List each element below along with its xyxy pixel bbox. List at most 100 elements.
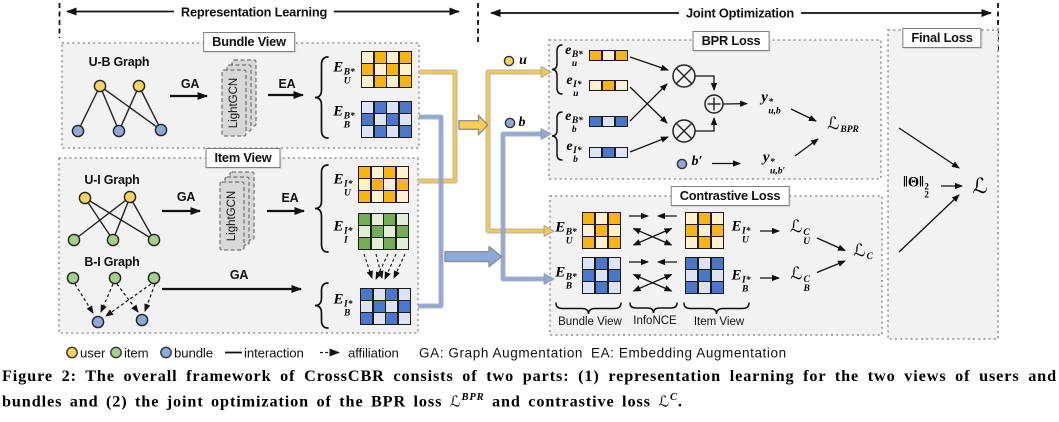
caption-bpr-loss-symbol: ℒ: [449, 392, 462, 411]
matrix-cell: [686, 213, 698, 224]
item-view-title: Item View: [205, 148, 281, 168]
ga-label-bi: GA: [229, 268, 249, 282]
matrix-cell: [374, 75, 386, 87]
matrix-cell: [371, 214, 383, 225]
matrix-cell: [384, 214, 396, 225]
vector-e-u-bundle: [589, 50, 628, 62]
matrix-cell: [711, 225, 723, 236]
otimes-oplus-operators: [672, 64, 724, 143]
matrix-cell: [590, 51, 602, 61]
matrix-cell: [711, 213, 723, 224]
bundle-node: [112, 124, 126, 138]
ea-label-item: EA: [281, 191, 299, 205]
bundle-view-title: Bundle View: [203, 32, 295, 52]
matrix-cell: [399, 63, 411, 75]
matrix-cell: [698, 282, 711, 294]
final-loss-arrows: [898, 127, 963, 253]
matrix-cell: [698, 270, 711, 281]
matrix-cell: [698, 237, 711, 249]
legend-ea-label: EA: Embedding Augmentation: [591, 345, 787, 360]
matrix-cell: [590, 148, 602, 158]
bundle-node: [91, 315, 105, 329]
label-b: b: [518, 115, 526, 130]
ea-label-bundle: EA: [278, 77, 296, 91]
vector-e-b-item: [589, 147, 628, 159]
bundle-node: [135, 313, 149, 327]
item-node: [147, 233, 161, 247]
legend-item-dot: [110, 346, 122, 359]
diagram-lineart: [58, 3, 999, 359]
matrix-cell: [608, 237, 620, 249]
label-loss-C: ℒC​: [853, 241, 873, 262]
module-boxes: [58, 29, 999, 340]
ga-label-bundle: GA: [180, 77, 200, 91]
matrix-cell: [371, 237, 383, 249]
matrix-cell: [359, 214, 371, 225]
matrix-cell: [373, 289, 385, 300]
matrix-cell: [384, 178, 396, 190]
matrix-cell: [398, 312, 410, 324]
legend-ga-label: GA: Graph Augmentation: [419, 345, 584, 360]
matrix-contrastive-user-bundle: [582, 212, 621, 250]
matrix-cell: [387, 75, 399, 87]
matrix-cell: [374, 63, 386, 75]
bi-graph-label: B-I Graph: [84, 255, 140, 269]
user-node: [132, 79, 146, 93]
matrix-cell: [602, 148, 615, 158]
matrix-cell: [373, 312, 385, 324]
legend-bundle-dot: [160, 346, 172, 359]
fat-yellow-arrow: [458, 114, 489, 136]
matrix-cell: [384, 167, 396, 178]
label-final-loss: ℒ: [972, 174, 988, 198]
item-node: [108, 271, 122, 285]
matrix-cell: [359, 237, 371, 249]
matrix-cell: [361, 300, 373, 312]
lightgcn-label-item: LightGCN: [226, 190, 238, 242]
matrix-cell: [711, 270, 723, 281]
vector-e-u-item: [589, 80, 628, 92]
bpr-flow: [629, 56, 819, 167]
matrix-cell: [359, 225, 371, 237]
matrix-cell: [398, 300, 410, 312]
matrix-contrastive-bundle-bundle: [582, 257, 621, 295]
matrix-cell: [602, 117, 615, 127]
matrix-cell: [362, 75, 374, 87]
matrix-cell: [615, 81, 627, 91]
matrix-cell: [396, 167, 408, 178]
matrix-cell: [608, 270, 620, 281]
label-b-prime: b′: [691, 154, 703, 169]
matrix-cell: [386, 300, 398, 312]
user-node: [78, 191, 92, 205]
matrix-cell: [686, 282, 698, 294]
matrix-cell: [595, 213, 608, 224]
matrix-cell: [374, 125, 386, 137]
matrix-cell: [396, 225, 408, 237]
matrix-contrastive-user-item: [685, 212, 724, 250]
user-node: [93, 79, 107, 93]
matrix-cell: [711, 282, 723, 294]
matrix-cell: [399, 75, 411, 87]
ui-graph-label: U-I Graph: [84, 173, 140, 187]
matrix-cell: [590, 117, 602, 127]
label-bpr-loss: ℒBPR​: [827, 114, 859, 135]
underbrace-item-view-label: Item View: [693, 316, 745, 328]
matrix-cell: [386, 312, 398, 324]
matrix-cell: [686, 270, 698, 281]
matrix-cell: [387, 52, 399, 63]
item-node: [147, 271, 161, 285]
matrix-item-item-view: [358, 213, 409, 250]
item-node: [66, 271, 80, 285]
caption-contrastive-loss-symbol: ℒ: [658, 392, 671, 411]
ga-label-item: GA: [176, 190, 196, 204]
matrix-cell: [399, 113, 411, 125]
matrix-cell: [371, 225, 383, 237]
matrix-cell: [590, 81, 602, 91]
matrix-cell: [384, 225, 396, 237]
